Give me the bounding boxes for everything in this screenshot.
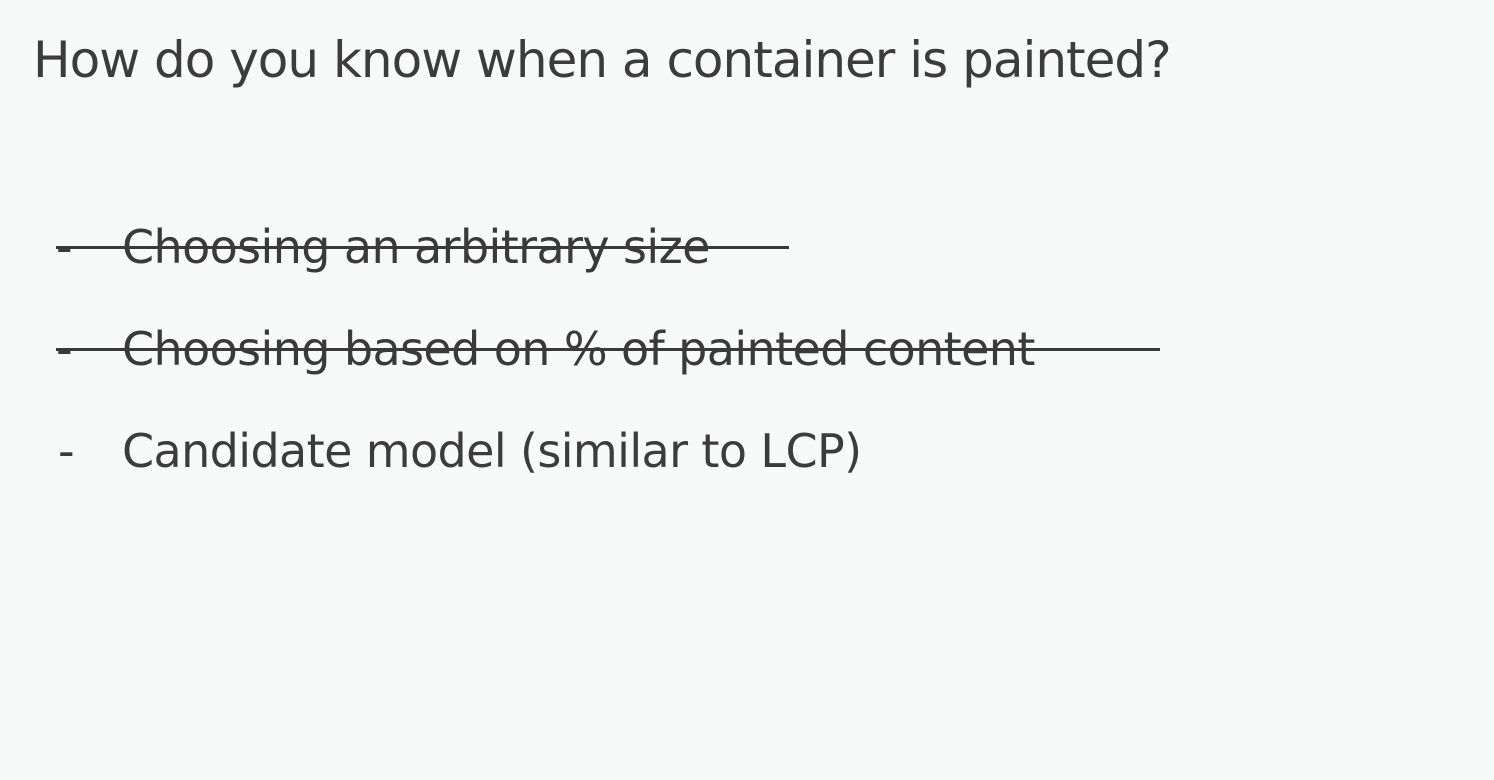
- bullet-dash: -: [58, 424, 75, 478]
- slide-title: How do you know when a container is pain…: [33, 31, 1172, 89]
- strikethrough-line: [56, 348, 1160, 351]
- bullet-text: Candidate model (similar to LCP): [122, 424, 862, 478]
- strikethrough-line: [56, 246, 789, 249]
